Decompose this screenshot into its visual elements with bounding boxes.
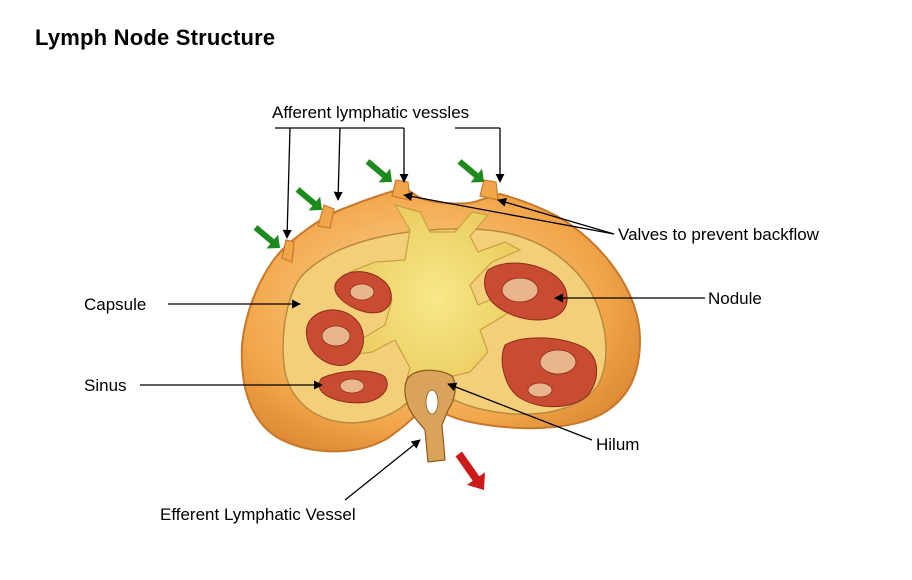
efferent-pointer xyxy=(344,439,421,501)
label-efferent: Efferent Lymphatic Vessel xyxy=(160,505,356,524)
label-hilum: Hilum xyxy=(596,435,639,454)
afferent-pointers xyxy=(275,127,505,239)
label-valves: Valves to prevent backflow xyxy=(618,225,820,244)
afferent-vessel-1 xyxy=(281,239,295,263)
nodule-lower-left-center xyxy=(339,378,365,394)
inflow-arrow-4 xyxy=(457,159,484,183)
inflow-arrows xyxy=(253,159,484,249)
hilum-opening xyxy=(425,389,439,415)
outflow-arrow xyxy=(455,451,485,490)
label-nodule: Nodule xyxy=(708,289,762,308)
label-afferent: Afferent lymphatic vessles xyxy=(272,103,469,122)
nodule-upper-right-center xyxy=(501,277,539,303)
afferent-vessel-4 xyxy=(479,179,499,201)
afferent-vessel-2 xyxy=(317,204,335,229)
inflow-arrow-2 xyxy=(295,187,322,211)
inflow-arrow-3 xyxy=(365,159,392,183)
afferent-vessel-3 xyxy=(391,179,411,201)
nodules xyxy=(305,262,598,408)
lymph-node-body xyxy=(240,179,642,463)
nodule-left-center xyxy=(321,325,351,347)
label-sinus: Sinus xyxy=(84,376,127,395)
label-capsule: Capsule xyxy=(84,295,146,314)
nodule-upper-left-center xyxy=(349,283,375,301)
nodule-lower-right-center-2 xyxy=(527,382,553,398)
hilum xyxy=(404,369,456,463)
diagram-title: Lymph Node Structure xyxy=(35,25,276,50)
inflow-arrow-1 xyxy=(253,225,280,249)
valves-pointers xyxy=(403,192,615,235)
nodule-lower-right-center xyxy=(539,349,577,375)
hilum-pointer xyxy=(447,382,593,441)
